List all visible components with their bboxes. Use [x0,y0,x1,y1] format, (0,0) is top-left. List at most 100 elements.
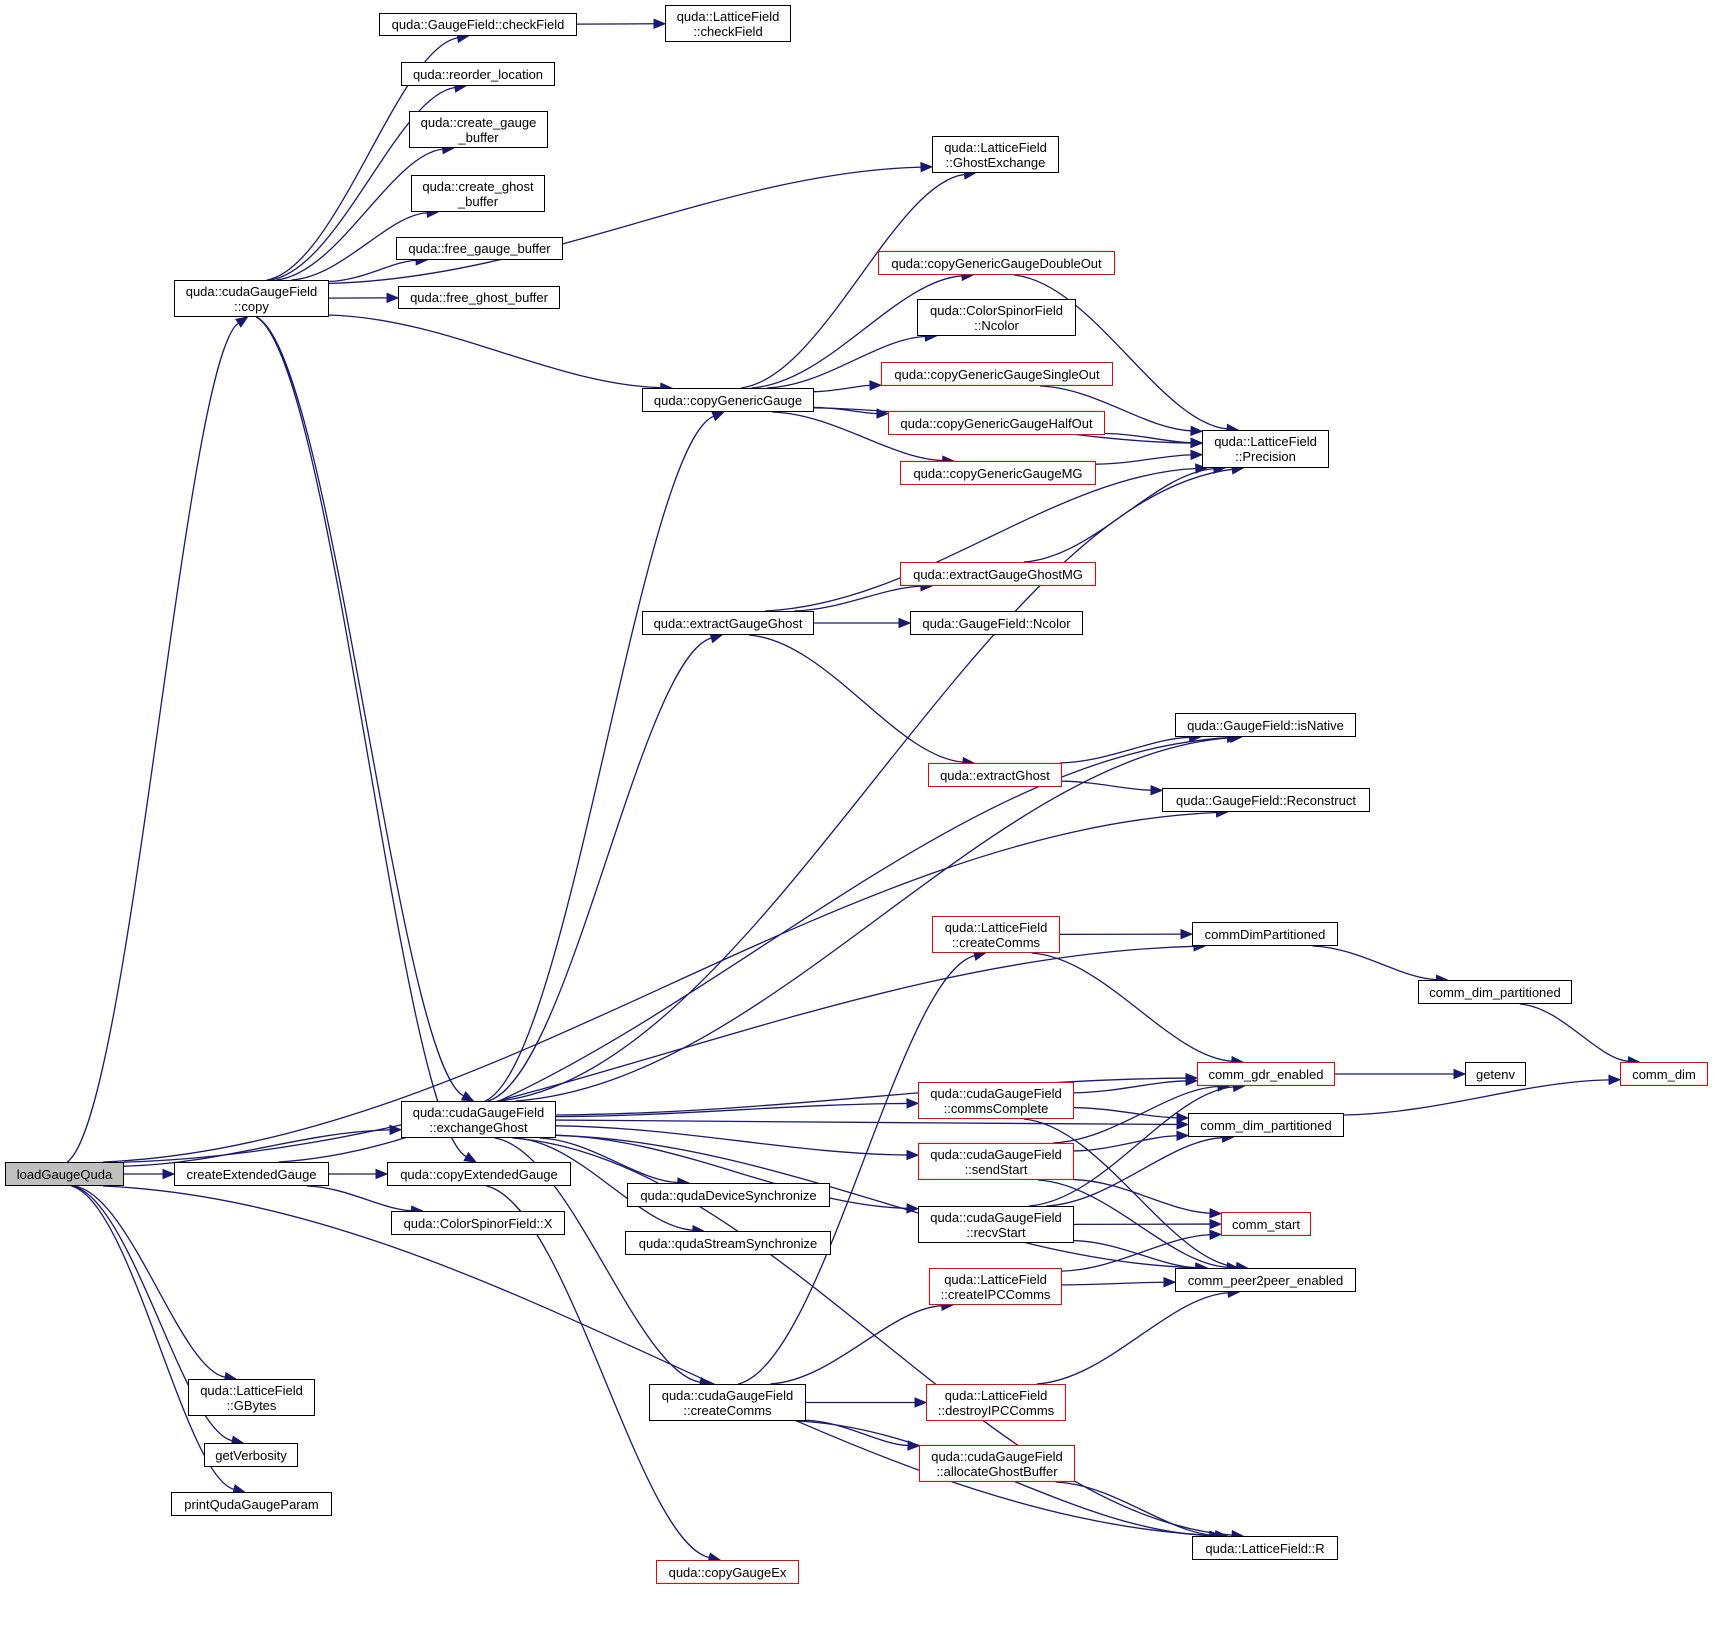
node-copygaugeex[interactable]: quda::copyGaugeEx [656,1560,799,1584]
edge-cgf_sendStart-to-comm_gdr_enabled [1053,1085,1219,1144]
node-lf-precision[interactable]: quda::LatticeField::Precision [1202,430,1329,468]
node-createextendedgauge[interactable]: createExtendedGauge [174,1162,329,1186]
node-reorder-location[interactable]: quda::reorder_location [401,62,555,86]
arrowhead-icon [920,161,934,173]
node-label: quda::LatticeField::R [1205,1540,1325,1556]
node-getverbosity[interactable]: getVerbosity [204,1443,298,1467]
node-cgg-halfout[interactable]: quda::copyGenericGaugeHalfOut [888,411,1105,435]
node-comm-gdr-enabled[interactable]: comm_gdr_enabled [1197,1062,1335,1086]
edge-cgf_copy-to-cgf_exchangeGhost [256,316,464,1097]
node-create-gauge-buffer[interactable]: quda::create_gauge_buffer [409,111,548,148]
arrowhead-icon [162,1168,176,1180]
node-label: quda::LatticeField [944,919,1048,935]
node-copyextendedgauge[interactable]: quda::copyExtendedGauge [387,1162,571,1186]
edge-cgf_copy-to-reorder_location [270,86,456,281]
arrowhead-icon [1176,1112,1190,1124]
node-cgf-commscomplete[interactable]: quda::cudaGaugeField::commsComplete [918,1082,1074,1119]
node-comm-start[interactable]: comm_start [1221,1212,1311,1236]
node-gf-ncolor[interactable]: quda::GaugeField::Ncolor [910,611,1083,635]
edge-cgf_exchangeGhost-to-copyGenericGauge [484,415,714,1102]
edge-cgg_HalfOut-to-lf_Precision [1104,432,1192,444]
edge-copyGenericGauge-to-cgg_SingleOut [813,384,871,393]
node-label: ::Precision [1235,449,1296,464]
edge-cgg_SingleOut-to-lf_Precision [1039,385,1192,432]
node-gf-checkfield[interactable]: quda::GaugeField::checkField [379,13,577,36]
node-comm-peer2peer-enabled[interactable]: comm_peer2peer_enabled [1175,1268,1356,1292]
node-cgf-copy[interactable]: quda::cudaGaugeField::copy [174,280,329,317]
node-label: ::createComms [951,934,1041,950]
node-loadgaugequda[interactable]: loadGaugeQuda [5,1162,124,1186]
edge-createExtendedGauge-to-csf_X [306,1185,412,1212]
node-label: quda::copyGenericGaugeSingleOut [894,366,1100,382]
arrowhead-icon [460,1091,475,1102]
node-qudastreamsynchronize[interactable]: quda::qudaStreamSynchronize [625,1231,831,1255]
node-extractgaugeghost[interactable]: quda::extractGaugeGhost [642,611,814,635]
node-label: comm_dim [1632,1066,1696,1082]
node-create-ghost-buffer[interactable]: quda::create_ghost_buffer [411,175,545,212]
node-label: quda::copyGenericGaugeMG [913,465,1083,481]
edge-cgf_exchangeGhost-to-cgf_recvStart [555,1134,908,1210]
edge-cgf_commsComplete-to-comm_gdr_enabled [1073,1080,1187,1094]
arrowhead-icon [389,1124,403,1136]
node-gf-isnative[interactable]: quda::GaugeField::isNative [1175,713,1356,737]
node-label: comm_gdr_enabled [1208,1066,1324,1082]
node-label: quda::GaugeField::Reconstruct [1176,792,1356,808]
edge-lf_createComms-to-comm_gdr_enabled [1031,952,1232,1062]
node-cgf-sendstart[interactable]: quda::cudaGaugeField::sendStart [918,1143,1074,1180]
edge-copyGenericGauge-to-cgg_DoubleOut [751,275,963,389]
node-extractghost[interactable]: quda::extractGhost [928,763,1062,787]
node-comm-dim[interactable]: comm_dim [1620,1062,1708,1086]
arrowhead-icon [653,18,667,30]
edge-comm_dim_partitioned_b-to-comm_dim [1343,1079,1610,1116]
node-free-gauge-buffer[interactable]: quda::free_gauge_buffer [396,237,563,260]
node-label: ::GBytes [226,1397,277,1413]
arrowhead-icon [1185,1075,1199,1087]
node-qudadevicesynchronize[interactable]: quda::qudaDeviceSynchronize [627,1183,830,1207]
arrowhead-icon [386,292,400,304]
edge-cgg_MG-to-lf_Precision [1095,454,1192,465]
node-lf-r[interactable]: quda::LatticeField::R [1192,1536,1338,1560]
arrowhead-icon [1180,928,1194,940]
node-cgf-exchangeghost[interactable]: quda::cudaGaugeField::exchangeGhost [401,1101,556,1138]
edge-cgf_allocateGhostBuffer-to-lf_R [1055,1481,1216,1537]
arrowhead-icon [1150,785,1164,796]
edge-loadGaugeQuda-to-cgf_exchangeGhost [123,1129,391,1167]
node-commdimpartitioned[interactable]: commDimPartitioned [1192,922,1338,946]
node-cgg-singleout[interactable]: quda::copyGenericGaugeSingleOut [881,362,1113,386]
node-cgf-allocateghostbuffer[interactable]: quda::cudaGaugeField::allocateGhostBuffe… [919,1445,1075,1482]
node-free-ghost-buffer[interactable]: quda::free_ghost_buffer [398,286,560,309]
node-label: ::destroyIPCComms [937,1402,1055,1418]
node-copygenericgauge[interactable]: quda::copyGenericGauge [642,388,814,412]
node-getenv[interactable]: getenv [1465,1062,1526,1086]
node-cgf-createcomms[interactable]: quda::cudaGaugeField::createComms [649,1384,806,1421]
node-printqudagaugeparam[interactable]: printQudaGaugeParam [171,1492,332,1516]
node-lf-checkfield[interactable]: quda::LatticeField::checkField [665,5,791,42]
node-lf-ghostexchange[interactable]: quda::LatticeField::GhostExchange [932,136,1059,173]
edge-extractGaugeGhost-to-lf_Precision [765,467,1196,612]
node-cgg-doubleout[interactable]: quda::copyGenericGaugeDoubleOut [878,251,1115,275]
edge-cgf_copy-to-create_ghost_buffer [291,212,428,281]
edge-cgf_exchangeGhost-to-qudaDeviceSynchronize [539,1137,678,1184]
node-label: quda::LatticeField [1214,434,1317,449]
node-label: ::copy [234,298,269,314]
node-gf-reconstruct[interactable]: quda::GaugeField::Reconstruct [1162,788,1370,812]
node-lf-createipccomms[interactable]: quda::LatticeField::createIPCComms [929,1268,1062,1305]
node-label: ::allocateGhostBuffer [936,1463,1058,1479]
edge-cgf_copy-to-create_gauge_buffer [276,148,443,281]
node-label: quda::cudaGaugeField [930,1146,1062,1162]
node-lf-gbytes[interactable]: quda::LatticeField::GBytes [188,1379,315,1416]
node-comm-dim-partitioned-a[interactable]: comm_dim_partitioned [1418,980,1572,1004]
node-lf-destroyipccomms[interactable]: quda::LatticeField::destroyIPCComms [926,1384,1066,1421]
node-cgf-recvstart[interactable]: quda::cudaGaugeField::recvStart [918,1206,1074,1243]
node-egg-mg[interactable]: quda::extractGaugeGhostMG [900,562,1096,586]
edge-loadGaugeQuda-to-getVerbosity [72,1185,233,1442]
node-label: quda::extractGaugeGhost [653,615,803,631]
node-lf-createcomms[interactable]: quda::LatticeField::createComms [932,916,1060,953]
node-label: ::createComms [683,1402,772,1418]
node-csf-ncolor[interactable]: quda::ColorSpinorField::Ncolor [917,299,1076,336]
node-label: quda::LatticeField [944,139,1047,155]
node-comm-dim-partitioned-b[interactable]: comm_dim_partitioned [1188,1113,1344,1137]
node-csf-x[interactable]: quda::ColorSpinorField::X [391,1211,565,1235]
node-cgg-mg[interactable]: quda::copyGenericGaugeMG [900,461,1096,485]
